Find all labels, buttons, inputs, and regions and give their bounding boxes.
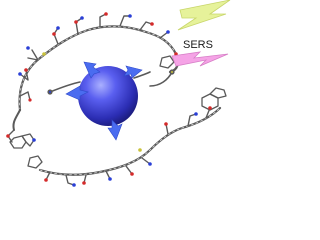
anchor-arrow-left	[65, 85, 89, 101]
peptide-chain-left	[6, 91, 36, 149]
peptide-linkers	[47, 69, 175, 95]
scattered-light-bolt-icon	[171, 51, 229, 67]
anchor-arrows	[65, 61, 143, 141]
gold-nanoparticle	[78, 66, 138, 126]
peptide-chain-lower	[27, 87, 227, 187]
anchor-arrow-top-left	[83, 61, 101, 79]
sers-label: SERS	[183, 39, 213, 51]
anchor-arrow-top-right	[123, 65, 143, 79]
incident-light-bolt-icon	[177, 0, 231, 31]
anchor-arrow-bottom	[107, 119, 123, 141]
sers-diagram: SERS	[6, 0, 231, 187]
